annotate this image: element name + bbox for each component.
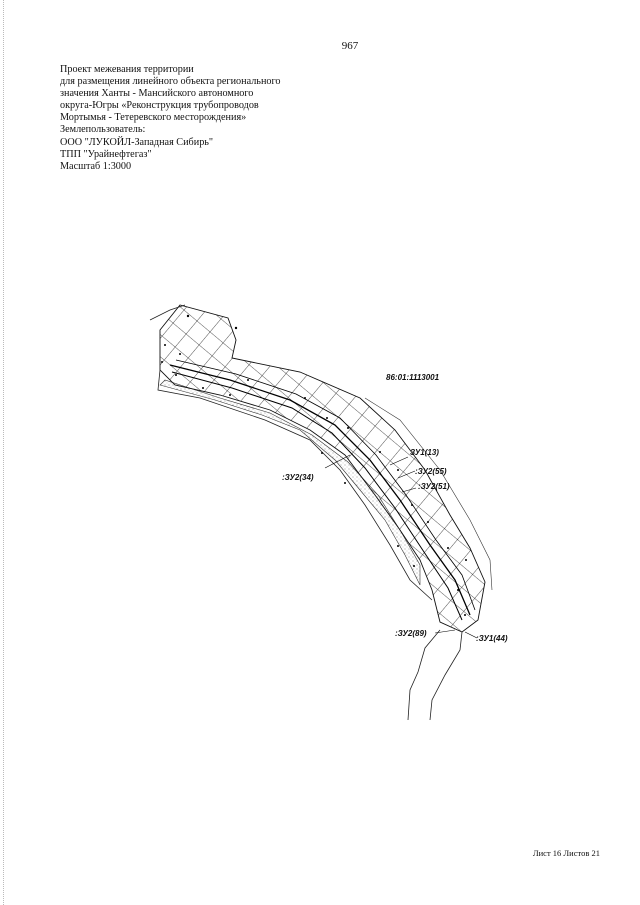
sheet-footer: Лист 16 Листов 21 <box>532 848 600 858</box>
scan-edge <box>3 0 4 905</box>
info-line: Проект межевания территории <box>60 64 194 75</box>
info-line: Масштаб 1:3000 <box>60 160 132 172</box>
parcel-label: ЗУ1(13) <box>410 448 439 457</box>
info-line: ТПП "Урайнефтегаз" <box>60 148 152 160</box>
parcel-label: :ЗУ2(51) <box>418 482 450 491</box>
info-line: значения Ханты - Мансийского автономного <box>60 88 254 100</box>
info-line: ООО "ЛУКОЙЛ-Западная Сибирь" <box>60 136 214 148</box>
parcel-label: :ЗУ2(89) <box>395 629 427 638</box>
info-line: Землепользователь: <box>60 124 146 136</box>
info-line: округа-Югры «Реконструкция трубопроводов <box>60 100 259 112</box>
parcel-label: :ЗУ2(34) <box>282 473 314 482</box>
project-info: Проект межевания территории для размещен… <box>60 64 281 173</box>
page-number: 967 <box>341 40 359 52</box>
dotted-band <box>159 379 421 586</box>
cadastral-block-label: 86:01:1113001 <box>386 373 440 382</box>
parcel-label: :ЗУ2(55) <box>415 467 447 476</box>
info-line: Мортымья - Тетеревского месторождения» <box>60 112 247 124</box>
parcel-label: :ЗУ1(44) <box>476 634 508 643</box>
info-line: для размещения линейного объекта региона… <box>60 76 281 88</box>
corridor-outline <box>159 304 486 633</box>
